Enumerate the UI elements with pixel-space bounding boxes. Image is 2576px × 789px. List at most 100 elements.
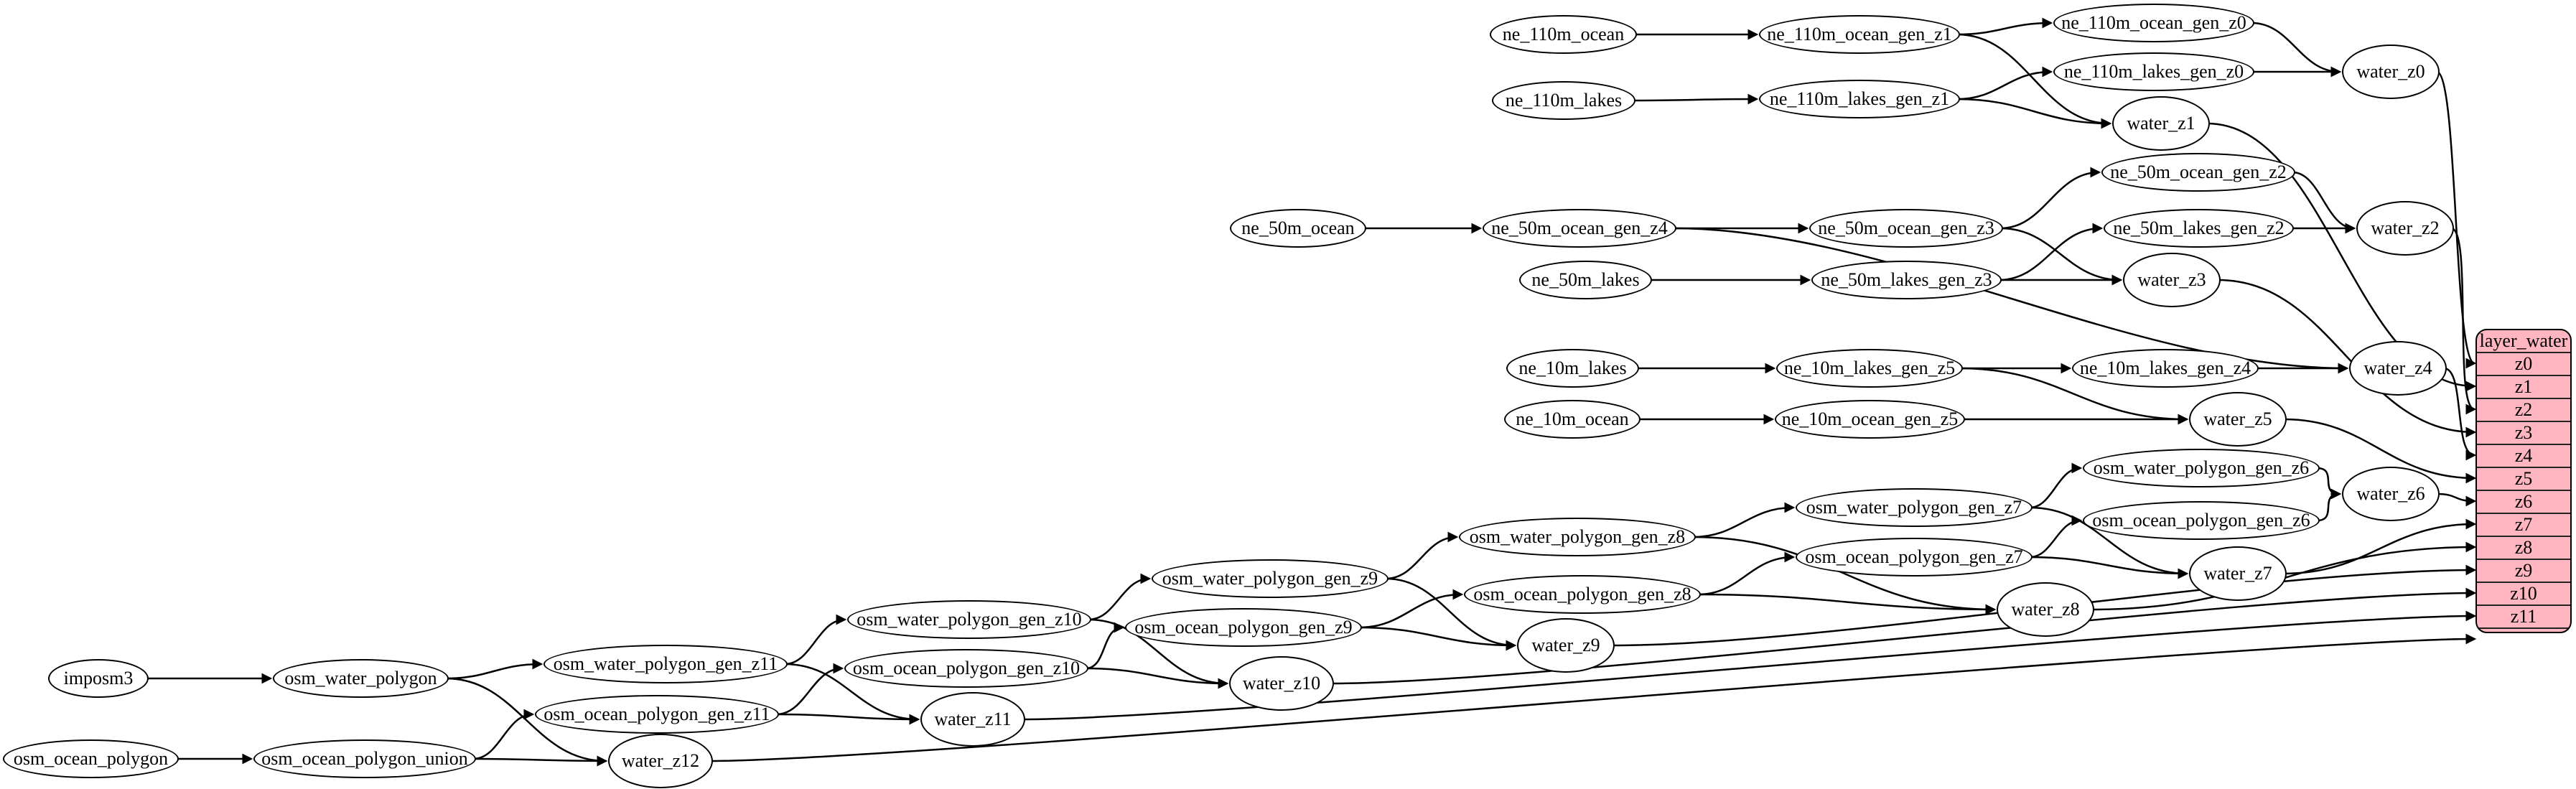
edge-osm_ocean_polygon_gen_z9-to-osm_ocean_polygon_gen_z8: [1358, 589, 1464, 629]
record-title: layer_water: [2479, 330, 2568, 351]
edge-water_z10-to-layer_water_z10: [1330, 587, 2477, 685]
node-ne_50m_ocean: ne_50m_ocean: [1230, 209, 1366, 248]
edge-ne_110m_lakes_gen_z1-to-water_z1: [1956, 98, 2112, 129]
node-ne_110m_ocean_gen_z0: ne_110m_ocean_gen_z0: [2053, 4, 2254, 42]
edge-ne_50m_ocean_gen_z2-to-water_z2: [2292, 171, 2356, 234]
node-water_z7: water_z7: [2189, 546, 2287, 601]
edge-ne_110m_ocean_gen_z0-to-water_z0: [2251, 22, 2342, 78]
node-osm_water_polygon_gen_z9: osm_water_polygon_gen_z9: [1152, 559, 1389, 598]
edge-water_z5-to-layer_water_z5: [2283, 418, 2477, 484]
edge-osm_ocean_polygon_gen_z11-to-water_z11: [775, 713, 920, 725]
edge-water_z6-to-layer_water_z6: [2436, 492, 2477, 507]
edge-water_z12-to-layer_water_z12plus: [709, 633, 2477, 762]
record-row-z2: z2: [2477, 398, 2570, 421]
node-osm_ocean_polygon_gen_z10: osm_ocean_polygon_gen_z10: [844, 649, 1088, 688]
node-ne_10m_ocean_gen_z5: ne_10m_ocean_gen_z5: [1775, 400, 1965, 439]
edge-osm_ocean_polygon_union-to-water_z12: [472, 755, 608, 767]
edge-water_z7-to-layer_water_z7: [2283, 518, 2477, 575]
node-water_z0: water_z0: [2342, 45, 2440, 99]
edge-water_z0-to-layer_water_z0: [2436, 70, 2477, 369]
edge-osm_water_polygon_gen_z7-to-water_z7: [2029, 506, 2189, 579]
node-osm_ocean_polygon_union: osm_ocean_polygon_union: [253, 739, 476, 778]
edge-water_z4-to-layer_water_z4: [2443, 367, 2477, 461]
node-ne_50m_lakes_gen_z3: ne_50m_lakes_gen_z3: [1811, 261, 2002, 299]
edge-water_z2-to-layer_water_z2: [2450, 227, 2477, 415]
node-ne_10m_ocean: ne_10m_ocean: [1504, 400, 1641, 439]
node-ne_10m_lakes: ne_10m_lakes: [1506, 349, 1639, 388]
record-row-z10: z10: [2477, 582, 2570, 604]
node-osm_water_polygon: osm_water_polygon: [273, 659, 449, 698]
node-ne_10m_lakes_gen_z5: ne_10m_lakes_gen_z5: [1776, 349, 1963, 388]
edge-osm_water_polygon_gen_z6-to-water_z6: [2316, 467, 2342, 500]
edge-osm_water_polygon-to-osm_water_polygon_gen_z11: [445, 658, 543, 680]
node-ne_110m_lakes_gen_z0: ne_110m_lakes_gen_z0: [2053, 52, 2254, 91]
record-row-z4: z4: [2477, 444, 2570, 467]
node-osm_water_polygon_gen_z10: osm_water_polygon_gen_z10: [847, 600, 1091, 639]
edge-ne_110m_ocean_gen_z1-to-ne_110m_ocean_gen_z0: [1956, 17, 2053, 36]
layer-water-record: layer_water z0 z1 z2 z3 z4 z5 z6 z7 z8 z…: [2475, 329, 2572, 633]
record-row-z6: z6: [2477, 490, 2570, 513]
record-row-z3: z3: [2477, 421, 2570, 444]
edge-osm_water_polygon_gen_z10-to-osm_water_polygon_gen_z9: [1088, 573, 1152, 621]
edge-ne_50m_ocean_gen_z3-to-water_z3: [1999, 227, 2123, 286]
edge-osm_ocean_polygon_gen_z10-to-water_z10: [1085, 667, 1229, 689]
edge-ne_50m_ocean_gen_z3-to-ne_50m_ocean_gen_z2: [1999, 167, 2101, 230]
node-osm_water_polygon_gen_z6: osm_water_polygon_gen_z6: [2083, 449, 2320, 487]
record-row-z12plus: z12+: [2477, 627, 2570, 632]
record-row-z7: z7: [2477, 513, 2570, 536]
record-row-z8: z8: [2477, 536, 2570, 559]
node-osm_ocean_polygon_gen_z9: osm_ocean_polygon_gen_z9: [1125, 608, 1362, 647]
edge-osm_water_polygon_gen_z11-to-water_z11: [784, 663, 920, 725]
node-water_z4: water_z4: [2349, 341, 2447, 396]
node-water_z3: water_z3: [2123, 253, 2221, 307]
edge-osm_water_polygon_gen_z11-to-osm_water_polygon_gen_z10: [784, 614, 847, 666]
node-ne_50m_ocean_gen_z3: ne_50m_ocean_gen_z3: [1809, 209, 2003, 248]
edge-osm_ocean_polygon_gen_z10-to-osm_ocean_polygon_gen_z9: [1085, 622, 1125, 670]
edge-osm_ocean_polygon_gen_z8-to-osm_ocean_polygon_gen_z7: [1697, 551, 1796, 596]
edge-osm_ocean_polygon_gen_z6-to-water_z6: [2316, 488, 2342, 522]
record-row-z1: z1: [2477, 375, 2570, 398]
edge-osm_water_polygon_gen_z10-to-water_z10: [1088, 618, 1229, 689]
edge-osm_water_polygon_gen_z7-to-osm_water_polygon_gen_z6: [2029, 462, 2083, 509]
record-row-z0: z0: [2477, 352, 2570, 375]
edge-osm_water_polygon_gen_z8-to-osm_water_polygon_gen_z7: [1692, 502, 1796, 538]
node-water_z6: water_z6: [2342, 467, 2440, 521]
node-imposm3: imposm3: [48, 659, 149, 698]
edge-ne_110m_lakes_gen_z1-to-ne_110m_lakes_gen_z0: [1956, 66, 2053, 101]
node-osm_ocean_polygon_gen_z11: osm_ocean_polygon_gen_z11: [535, 695, 779, 734]
edge-ne_50m_ocean_gen_z4-to-water_z4: [1673, 227, 2349, 374]
edge-osm_ocean_polygon_union-to-osm_ocean_polygon_gen_z11: [472, 709, 535, 760]
edge-water_z3-to-layer_water_z3: [2217, 279, 2477, 438]
edge-osm_water_polygon_gen_z9-to-water_z9: [1385, 577, 1517, 651]
record-row-z5: z5: [2477, 467, 2570, 490]
node-osm_ocean_polygon_gen_z7: osm_ocean_polygon_gen_z7: [1796, 538, 2033, 576]
edge-osm_water_polygon_gen_z9-to-osm_water_polygon_gen_z8: [1385, 531, 1459, 580]
edge-osm_ocean_polygon_gen_z8-to-water_z8: [1697, 593, 1997, 615]
node-ne_110m_ocean_gen_z1: ne_110m_ocean_gen_z1: [1759, 15, 1960, 54]
edge-osm_ocean_polygon_gen_z7-to-water_z7: [2029, 556, 2189, 579]
edge-ne_110m_ocean_gen_z1-to-water_z1: [1956, 33, 2112, 129]
record-row-z11: z11: [2477, 604, 2570, 627]
node-water_z1: water_z1: [2112, 96, 2210, 151]
node-ne_110m_ocean: ne_110m_ocean: [1490, 15, 1637, 54]
node-ne_110m_lakes: ne_110m_lakes: [1492, 81, 1635, 120]
node-osm_ocean_polygon_gen_z6: osm_ocean_polygon_gen_z6: [2083, 501, 2320, 540]
node-water_z8: water_z8: [1997, 582, 2094, 637]
node-ne_50m_ocean_gen_z4: ne_50m_ocean_gen_z4: [1483, 209, 1676, 248]
node-water_z2: water_z2: [2356, 201, 2454, 256]
node-ne_110m_lakes_gen_z1: ne_110m_lakes_gen_z1: [1759, 80, 1960, 118]
node-ne_50m_lakes_gen_z2: ne_50m_lakes_gen_z2: [2104, 209, 2294, 248]
node-osm_water_polygon_gen_z7: osm_water_polygon_gen_z7: [1796, 488, 2033, 527]
node-water_z5: water_z5: [2189, 392, 2287, 447]
edge-ne_50m_lakes_gen_z3-to-ne_50m_lakes_gen_z2: [1998, 223, 2104, 281]
node-water_z10: water_z10: [1229, 656, 1334, 711]
node-water_z12: water_z12: [608, 734, 713, 788]
node-ne_50m_lakes: ne_50m_lakes: [1519, 261, 1652, 299]
node-water_z9: water_z9: [1517, 618, 1615, 673]
edge-osm_water_polygon_gen_z8-to-water_z8: [1692, 536, 1997, 615]
edge-water_z11-to-layer_water_z11: [1022, 610, 2477, 721]
node-osm_water_polygon_gen_z8: osm_water_polygon_gen_z8: [1459, 518, 1696, 556]
edge-osm_ocean_polygon_gen_z9-to-water_z9: [1358, 626, 1517, 651]
edge-osm_ocean_polygon_gen_z11-to-osm_ocean_polygon_gen_z10: [775, 663, 844, 716]
